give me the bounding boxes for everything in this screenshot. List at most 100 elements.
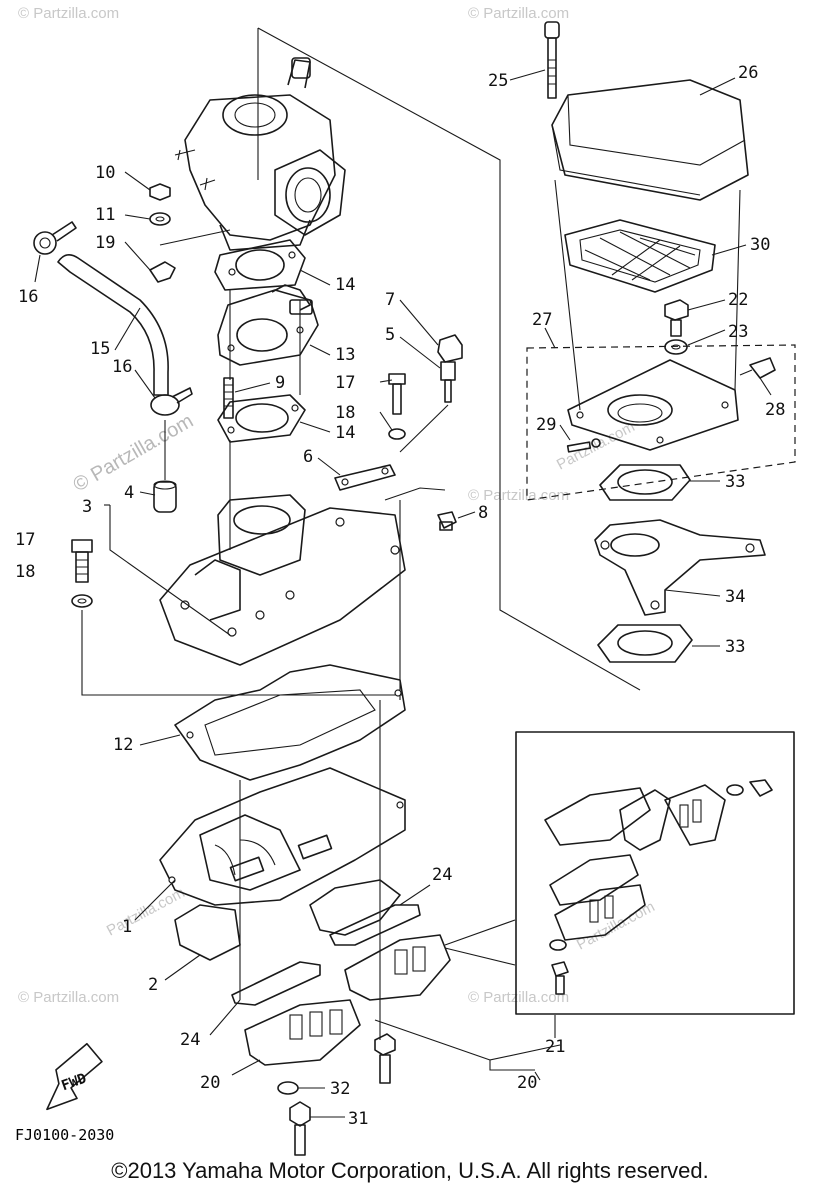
label-33-upper: 33 [725, 472, 745, 492]
bolt-17-left [71, 539, 93, 583]
label-28: 28 [765, 400, 785, 420]
label-24-right: 24 [432, 865, 452, 885]
label-3: 3 [82, 497, 92, 517]
label-18-right: 18 [335, 403, 355, 423]
intake-manifold-3 [159, 494, 406, 666]
leader-lines [34, 69, 772, 1118]
label-19: 19 [95, 233, 115, 253]
washer-18-right [388, 428, 406, 440]
bolt-17-right [388, 373, 406, 415]
label-1: 1 [122, 917, 132, 937]
label-5: 5 [385, 325, 395, 345]
assembly-line [554, 179, 741, 411]
watermark: © Partzilla.com [468, 989, 569, 1006]
detail-box-21 [515, 731, 795, 1015]
label-22: 22 [728, 290, 748, 310]
bolt-25 [544, 21, 560, 99]
label-20-right: 20 [517, 1073, 537, 1093]
label-32: 32 [330, 1079, 350, 1099]
clamp-16-upper [33, 221, 77, 255]
label-16-upper: 16 [18, 287, 38, 307]
gasket-24-left [231, 961, 321, 1006]
plug-8 [437, 511, 457, 531]
carburetor [174, 57, 346, 251]
hose-15 [57, 254, 169, 396]
assembly-line [109, 505, 231, 636]
label-17-left: 17 [15, 530, 35, 550]
gasket-14-upper [214, 239, 306, 291]
stud-9 [223, 377, 234, 419]
label-15: 15 [90, 339, 110, 359]
watermark: © Partzilla.com [468, 5, 569, 22]
assembly-line [384, 487, 446, 700]
label-11: 11 [95, 205, 115, 225]
air-box-cover-26 [551, 79, 749, 201]
label-21: 21 [545, 1037, 565, 1057]
spacer-13 [217, 284, 319, 366]
label-31: 31 [348, 1109, 368, 1129]
label-24-left: 24 [180, 1030, 200, 1050]
watermark: © Partzilla.com [18, 989, 119, 1006]
fitting-4 [153, 480, 177, 513]
label-6: 6 [303, 447, 313, 467]
bolt-22 [664, 299, 689, 337]
label-26: 26 [738, 63, 758, 83]
washer-18-left [71, 594, 93, 608]
washer-32 [277, 1081, 299, 1095]
label-20-left: 20 [200, 1073, 220, 1093]
label-10: 10 [95, 163, 115, 183]
gasket-12 [174, 664, 406, 781]
label-29: 29 [536, 415, 556, 435]
gasket-24-right [329, 904, 421, 946]
label-18-left: 18 [15, 562, 35, 582]
fitting-28 [739, 357, 776, 379]
filter-30 [564, 219, 716, 293]
clamp-16-lower [150, 387, 193, 416]
air-box-base-27 [567, 359, 739, 451]
label-34: 34 [725, 587, 745, 607]
reed-housing-1 [159, 767, 406, 906]
frame-line [257, 27, 641, 691]
assembly-line [399, 404, 449, 453]
cap-7 [437, 334, 463, 363]
reed-detail [544, 779, 773, 995]
gasket-33-lower [597, 624, 693, 663]
watermark: © Partzilla.com [468, 487, 569, 504]
label-33-lower: 33 [725, 637, 745, 657]
bracket-34 [594, 519, 766, 616]
label-9: 9 [275, 373, 285, 393]
reed-valve-20-left [244, 999, 361, 1066]
assembly-line [81, 610, 402, 696]
label-12: 12 [113, 735, 133, 755]
assembly-line [159, 229, 231, 246]
label-25: 25 [488, 71, 508, 91]
fwd-label: FWD [59, 1071, 88, 1095]
assembly-line [229, 290, 301, 550]
label-17-right: 17 [335, 373, 355, 393]
assembly-box-27 [526, 344, 796, 501]
label-23: 23 [728, 322, 748, 342]
label-14-upper: 14 [335, 275, 355, 295]
label-30: 30 [750, 235, 770, 255]
fwd-arrow: FWD [46, 1042, 103, 1111]
screw-29 [566, 438, 601, 453]
clip-19 [149, 261, 176, 283]
label-14-lower: 14 [335, 423, 355, 443]
nut-10 [149, 183, 171, 201]
label-4: 4 [124, 483, 134, 503]
watermark: © Partzilla.com [18, 5, 119, 22]
bracket-6 [334, 464, 396, 491]
gasket-2 [174, 879, 401, 961]
gasket-33-upper [599, 464, 691, 501]
label-2: 2 [148, 975, 158, 995]
washer-23 [664, 339, 688, 355]
copyright-footer: ©2013 Yamaha Motor Corporation, U.S.A. A… [111, 1158, 709, 1183]
label-7: 7 [385, 290, 395, 310]
bolt-31-right [374, 1033, 396, 1084]
label-13: 13 [335, 345, 355, 365]
reed-valve-20-right [344, 934, 451, 1001]
washer-11 [149, 212, 171, 226]
watermark: Partzilla.com [574, 898, 658, 953]
label-27: 27 [532, 310, 552, 330]
